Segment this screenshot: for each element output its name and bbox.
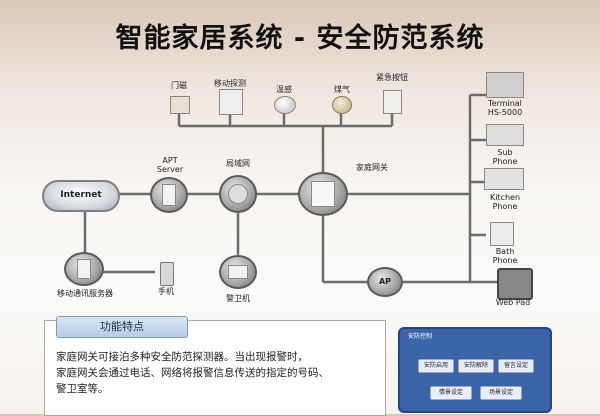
- internet-cloud: [42, 180, 120, 212]
- mobile-phone-icon: [160, 262, 174, 286]
- temp-sensor-label: 温感: [276, 85, 292, 94]
- atom-icon: [228, 184, 248, 204]
- keypad-btn-scene[interactable]: 情景设定: [430, 386, 472, 400]
- guard-node: [219, 255, 257, 289]
- mobile-phone-label: 手机: [158, 287, 174, 296]
- page-title: 智能家居系统 - 安全防范系统: [115, 23, 485, 54]
- keypad-title: 安防控制: [408, 333, 433, 340]
- ap-node: [367, 267, 403, 297]
- terminal-label: Terminal HS-5000: [487, 99, 523, 117]
- kitchen-phone-label: Kitchen Phone: [489, 193, 521, 211]
- keypad-btn-arm[interactable]: 安防启用: [418, 359, 454, 373]
- features-text: 家庭网关可接泊多种安全防范探测器。当出现报警时， 家庭网关会通过电话、网络将报警…: [56, 351, 329, 395]
- emergency-button-label: 紧急按钮: [376, 73, 408, 82]
- gas-sensor-label: 煤气: [334, 85, 350, 94]
- apt-server-node: [150, 177, 188, 213]
- features-heading: 功能特点: [56, 316, 188, 338]
- home-gateway-node: [298, 172, 348, 216]
- gateway-label: 家庭网关: [356, 163, 388, 172]
- phone-icon: [228, 265, 248, 279]
- web-pad-label: Web Pad: [495, 298, 531, 307]
- lan-node: [219, 175, 257, 213]
- internet-label: Internet: [60, 190, 102, 200]
- server-icon: [162, 184, 176, 206]
- gateway-icon: [311, 181, 335, 207]
- gas-sensor-icon: [332, 96, 352, 114]
- door-sensor-icon: [170, 96, 190, 114]
- bath-phone-icon: [490, 222, 514, 246]
- emergency-button-icon: [383, 90, 402, 114]
- server-icon: [77, 259, 91, 279]
- temp-sensor-icon: [274, 96, 296, 114]
- sub-phone-icon: [486, 124, 524, 146]
- door-sensor-label: 门磁: [171, 81, 187, 90]
- motion-detector-label: 移动探测: [214, 79, 246, 88]
- motion-detector-icon: [219, 89, 243, 115]
- keypad-btn-mode[interactable]: 场景设定: [480, 386, 522, 400]
- mobile-server-label: 移动通讯服务器: [57, 289, 113, 298]
- web-pad-icon: [497, 268, 533, 300]
- guard-label: 警卫机: [226, 294, 250, 303]
- terminal-hs5000-icon: [486, 72, 524, 98]
- lan-label: 局域网: [226, 159, 250, 168]
- keypad-btn-message[interactable]: 留言设定: [498, 359, 534, 373]
- kitchen-phone-icon: [484, 168, 524, 190]
- keypad-btn-disarm[interactable]: 安防解除: [458, 359, 494, 373]
- sub-phone-label: Sub Phone: [492, 148, 518, 166]
- ap-label: AP: [378, 277, 392, 286]
- apt-server-label: APT Server: [156, 156, 184, 174]
- mobile-server-node: [64, 252, 104, 286]
- bath-phone-label: Bath Phone: [492, 247, 518, 265]
